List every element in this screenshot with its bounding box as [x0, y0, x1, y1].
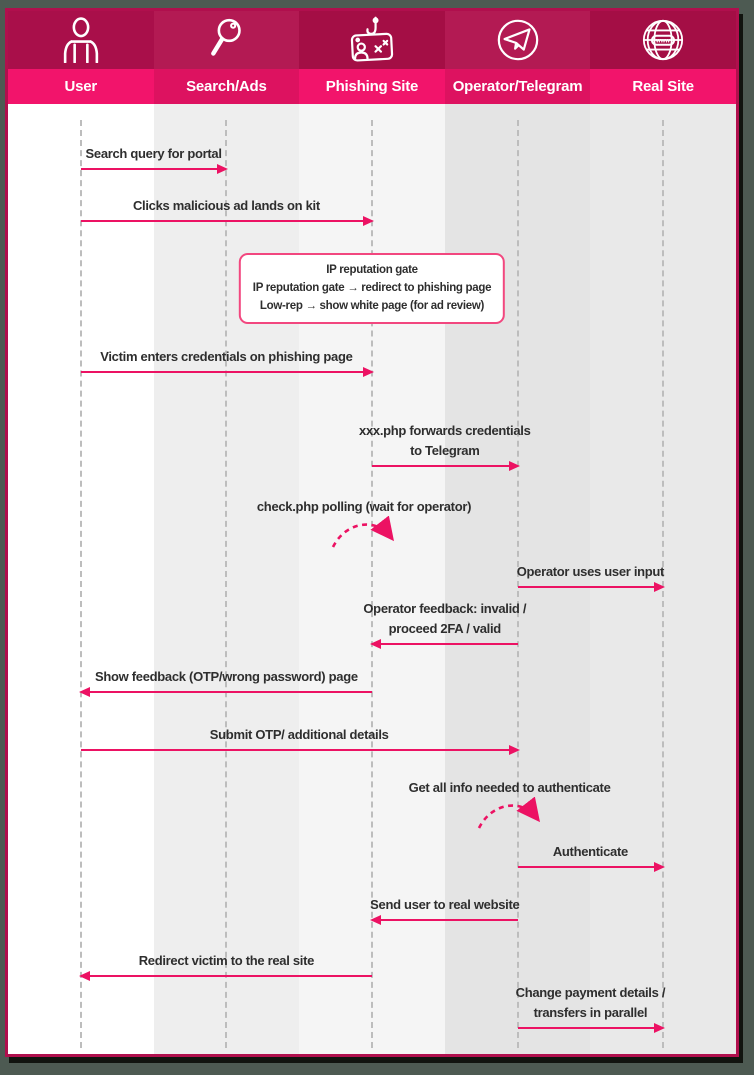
lifeline-operator-telegram: [516, 120, 519, 1048]
curved-arrow-icon: [331, 515, 394, 548]
magnifier-icon: [205, 17, 247, 63]
message-arrow: [80, 367, 375, 377]
lane-header-real-site: www: [590, 11, 736, 69]
lane-header-user: [8, 11, 154, 69]
header-label-band: User Search/Ads Phishing Site Operator/T…: [8, 69, 736, 104]
lifeline-search-ads: [225, 120, 228, 1048]
self-message-label: check.php polling (wait for operator): [256, 499, 472, 514]
message-arrow: [517, 862, 665, 872]
header-icon-band: www: [8, 11, 736, 69]
phishing-kit-icon: [348, 15, 396, 65]
message-change-payment: Change payment details / transfers in pa…: [516, 985, 665, 1033]
lane-header-search-ads: [153, 11, 300, 69]
message-redirect-victim: Redirect victim to the real site: [78, 953, 372, 981]
message-authenticate: Authenticate: [517, 844, 665, 872]
self-message-checkphp-polling: check.php polling (wait for operator): [257, 499, 471, 557]
message-show-feedback: Show feedback (OTP/wrong password) page: [78, 669, 372, 697]
message-arrow: [370, 915, 518, 925]
message-arrow: [80, 745, 520, 755]
lifeline-phishing-site: [371, 120, 373, 1048]
message-label: Submit OTP/ additional details: [209, 726, 389, 742]
message-label: Show feedback (OTP/wrong password) page: [94, 668, 358, 684]
note-line: IP reputation gate → redirect to phishin…: [252, 281, 492, 294]
message-search-query: Search query for portal: [80, 146, 228, 174]
svg-text:www: www: [655, 39, 670, 45]
message-clicks-ad: Clicks malicious ad lands on kit: [80, 198, 375, 226]
message-label: Redirect victim to the real site: [138, 952, 315, 968]
message-arrow: [78, 971, 372, 981]
message-operator-feedback: Operator feedback: invalid / proceed 2FA…: [363, 601, 527, 649]
message-arrow: [78, 687, 372, 697]
diagram-sheet: www User Search/Ads Phishing Site Operat…: [5, 8, 739, 1057]
ip-reputation-note: IP reputation gate IP reputation gate → …: [238, 253, 506, 325]
lane-label-phishing-site: Phishing Site: [299, 69, 445, 104]
message-send-user-real-site: Send user to real website: [370, 897, 520, 925]
message-arrow: [370, 639, 518, 649]
message-arrow: [80, 216, 375, 226]
message-label: Authenticate: [552, 843, 628, 859]
lane-header-operator-telegram: [444, 11, 591, 69]
message-operator-uses-input: Operator uses user input: [517, 564, 665, 592]
message-label: Change payment details / transfers in pa…: [515, 985, 666, 1020]
person-icon: [60, 17, 102, 63]
lane-label-search-ads: Search/Ads: [153, 69, 300, 104]
message-arrow: [517, 582, 665, 592]
note-line: IP reputation gate: [326, 264, 418, 276]
message-label: Victim enters credentials on phishing pa…: [100, 348, 353, 364]
message-forwards-credentials: xxx.php forwards credentials to Telegram: [359, 423, 531, 471]
lane-label-user: User: [8, 69, 154, 104]
message-submit-otp: Submit OTP/ additional details: [80, 727, 520, 755]
message-label: Search query for portal: [85, 145, 222, 161]
diagram-body: IP reputation gate IP reputation gate → …: [8, 104, 736, 1054]
globe-www-icon: www: [640, 17, 686, 63]
message-label: Clicks malicious ad lands on kit: [132, 197, 320, 213]
message-label: Operator uses user input: [516, 563, 665, 579]
lane-label-real-site: Real Site: [590, 69, 736, 104]
lane-header-phishing-site: [299, 11, 445, 69]
message-arrow: [517, 1023, 665, 1033]
self-message-label: Get all info needed to authenticate: [408, 780, 611, 795]
lifeline-user: [79, 120, 82, 1048]
message-arrow: [80, 164, 228, 174]
message-enters-credentials: Victim enters credentials on phishing pa…: [80, 349, 375, 377]
message-arrow: [372, 461, 520, 471]
note-line: Low-rep → show white page (for ad review…: [259, 299, 485, 312]
lane-label-operator-telegram: Operator/Telegram: [444, 69, 591, 104]
message-label: xxx.php forwards credentials to Telegram: [359, 423, 531, 458]
message-label: Operator feedback: invalid / proceed 2FA…: [363, 601, 527, 636]
curved-arrow-icon: [477, 796, 540, 829]
self-message-gather-info: Get all info needed to authenticate: [409, 780, 611, 838]
message-label: Send user to real website: [370, 896, 520, 912]
telegram-icon: [495, 17, 541, 63]
